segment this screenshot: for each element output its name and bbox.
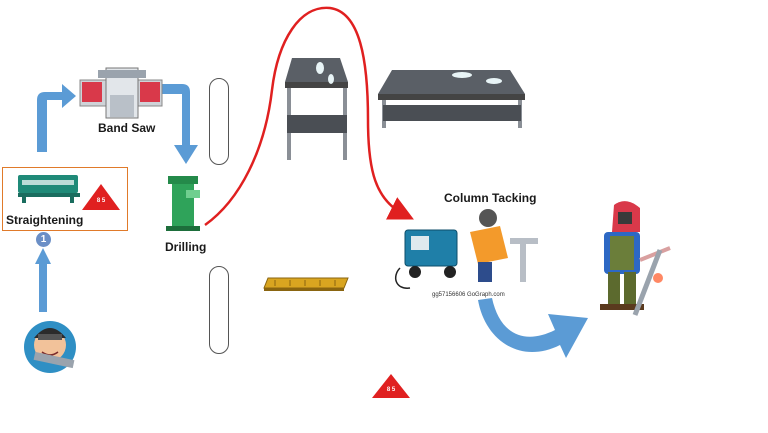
material-rack-icon (263, 277, 349, 291)
triangle-icon (372, 374, 410, 398)
flow-arrow-to-bandsaw (37, 84, 76, 152)
work-table-large-icon (378, 70, 525, 128)
straightening-warning-badge: 8 5 (82, 184, 120, 210)
straightening-badge-text: 8 5 (96, 198, 106, 204)
triangle-icon (82, 184, 120, 210)
flow-arrow-to-drilling (160, 84, 198, 164)
work-table-small-icon (285, 58, 348, 160)
bottom-warning-badge: 8 5 (372, 374, 410, 398)
column-tacking-worker-icon (394, 209, 538, 289)
image-watermark: gg57156606 GoGraph.com (432, 292, 505, 298)
welder-worker-icon (600, 201, 671, 316)
straightening-label: Straightening (6, 213, 84, 227)
step-number-badge: 1 (36, 232, 51, 247)
separator-pill-bottom (209, 266, 229, 354)
worker-with-beam-icon (24, 321, 76, 373)
column-tacking-label: Column Tacking (444, 191, 537, 205)
bottom-badge-text: 8 5 (386, 387, 396, 393)
material-path-line (204, 6, 414, 227)
flow-arrow-to-welding (478, 298, 588, 358)
straightening-machine-overlay-icon (18, 175, 80, 203)
band-saw-label: Band Saw (98, 121, 156, 135)
drilling-machine-icon (166, 176, 200, 231)
band-saw-icon (79, 67, 163, 119)
flow-arrow-up (35, 248, 51, 312)
separator-pill-top (209, 78, 229, 165)
drilling-label: Drilling (165, 240, 207, 254)
